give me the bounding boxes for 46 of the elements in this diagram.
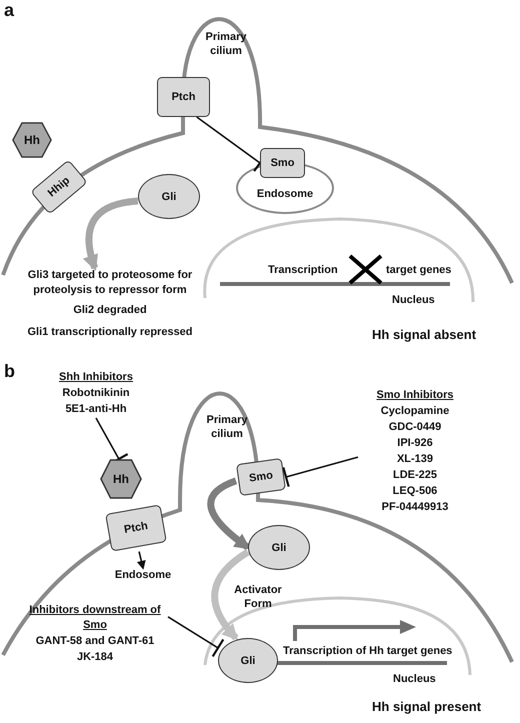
inhibitor-heading: Shh Inhibitors xyxy=(58,370,134,385)
panel-letter: a xyxy=(4,0,16,20)
structure-label: Primary cilium xyxy=(206,413,248,441)
drug-name: XL-139 xyxy=(396,452,434,467)
state-label: Hh signal present xyxy=(372,700,482,714)
ligand-hexagon: Hh xyxy=(12,122,52,158)
structure-label: Nucleus xyxy=(393,672,437,686)
location-label: Endosome xyxy=(114,568,172,583)
state-label: Hh signal absent xyxy=(372,328,478,342)
gene-label: target genes xyxy=(386,263,452,277)
note-text: Gli3 targeted to proteosome for proteolysis to repressor form xyxy=(26,268,194,298)
note-text: Gli2 degraded xyxy=(72,303,148,317)
gene-label: Transcription xyxy=(268,263,339,277)
receptor-box: Smo xyxy=(236,458,286,496)
inhibition-line xyxy=(168,616,224,658)
inhibitor-heading: Smo Inhibitors xyxy=(376,388,454,403)
drug-name: 5E1-anti-Hh xyxy=(64,402,128,417)
state-label: Activator Form xyxy=(233,583,283,611)
drug-name: Cyclopamine xyxy=(380,404,450,419)
structure-label: Nucleus xyxy=(392,293,436,307)
drug-name: Robotnikinin xyxy=(61,386,131,401)
arrow xyxy=(136,551,146,570)
arrow xyxy=(207,478,251,550)
inhibition-line xyxy=(282,456,358,488)
drug-name: LEQ-506 xyxy=(392,484,438,499)
protein-box: Hhip xyxy=(30,159,88,215)
receptor-box: Smo xyxy=(260,148,305,178)
drug-name: IPI-926 xyxy=(396,436,434,451)
structure-label: Primary cilium xyxy=(204,30,248,58)
drug-name: PF-04449913 xyxy=(380,500,450,515)
receptor-box: Ptch xyxy=(105,504,167,552)
drug-name: JK-184 xyxy=(76,650,114,665)
transcription-factor-ellipse: Gli xyxy=(138,174,200,219)
drug-name: GDC-0449 xyxy=(388,420,442,435)
receptor-box: Ptch xyxy=(157,77,210,117)
ligand-hexagon: Hh xyxy=(100,459,142,499)
gene-label: Transcription of Hh target genes xyxy=(283,644,454,658)
transcription-factor-ellipse: Gli xyxy=(218,638,278,683)
transcription-factor-ellipse: Gli xyxy=(248,525,310,570)
arrow xyxy=(83,198,138,272)
panel-letter: b xyxy=(4,361,16,381)
arrow xyxy=(211,549,250,640)
inhibitor-heading: Inhibitors downstream of Smo xyxy=(28,603,162,633)
drug-name: GANT-58 and GANT-61 xyxy=(34,634,156,649)
note-text: Gli1 transcriptionally repressed xyxy=(26,325,194,339)
drug-name: LDE-225 xyxy=(392,468,438,483)
